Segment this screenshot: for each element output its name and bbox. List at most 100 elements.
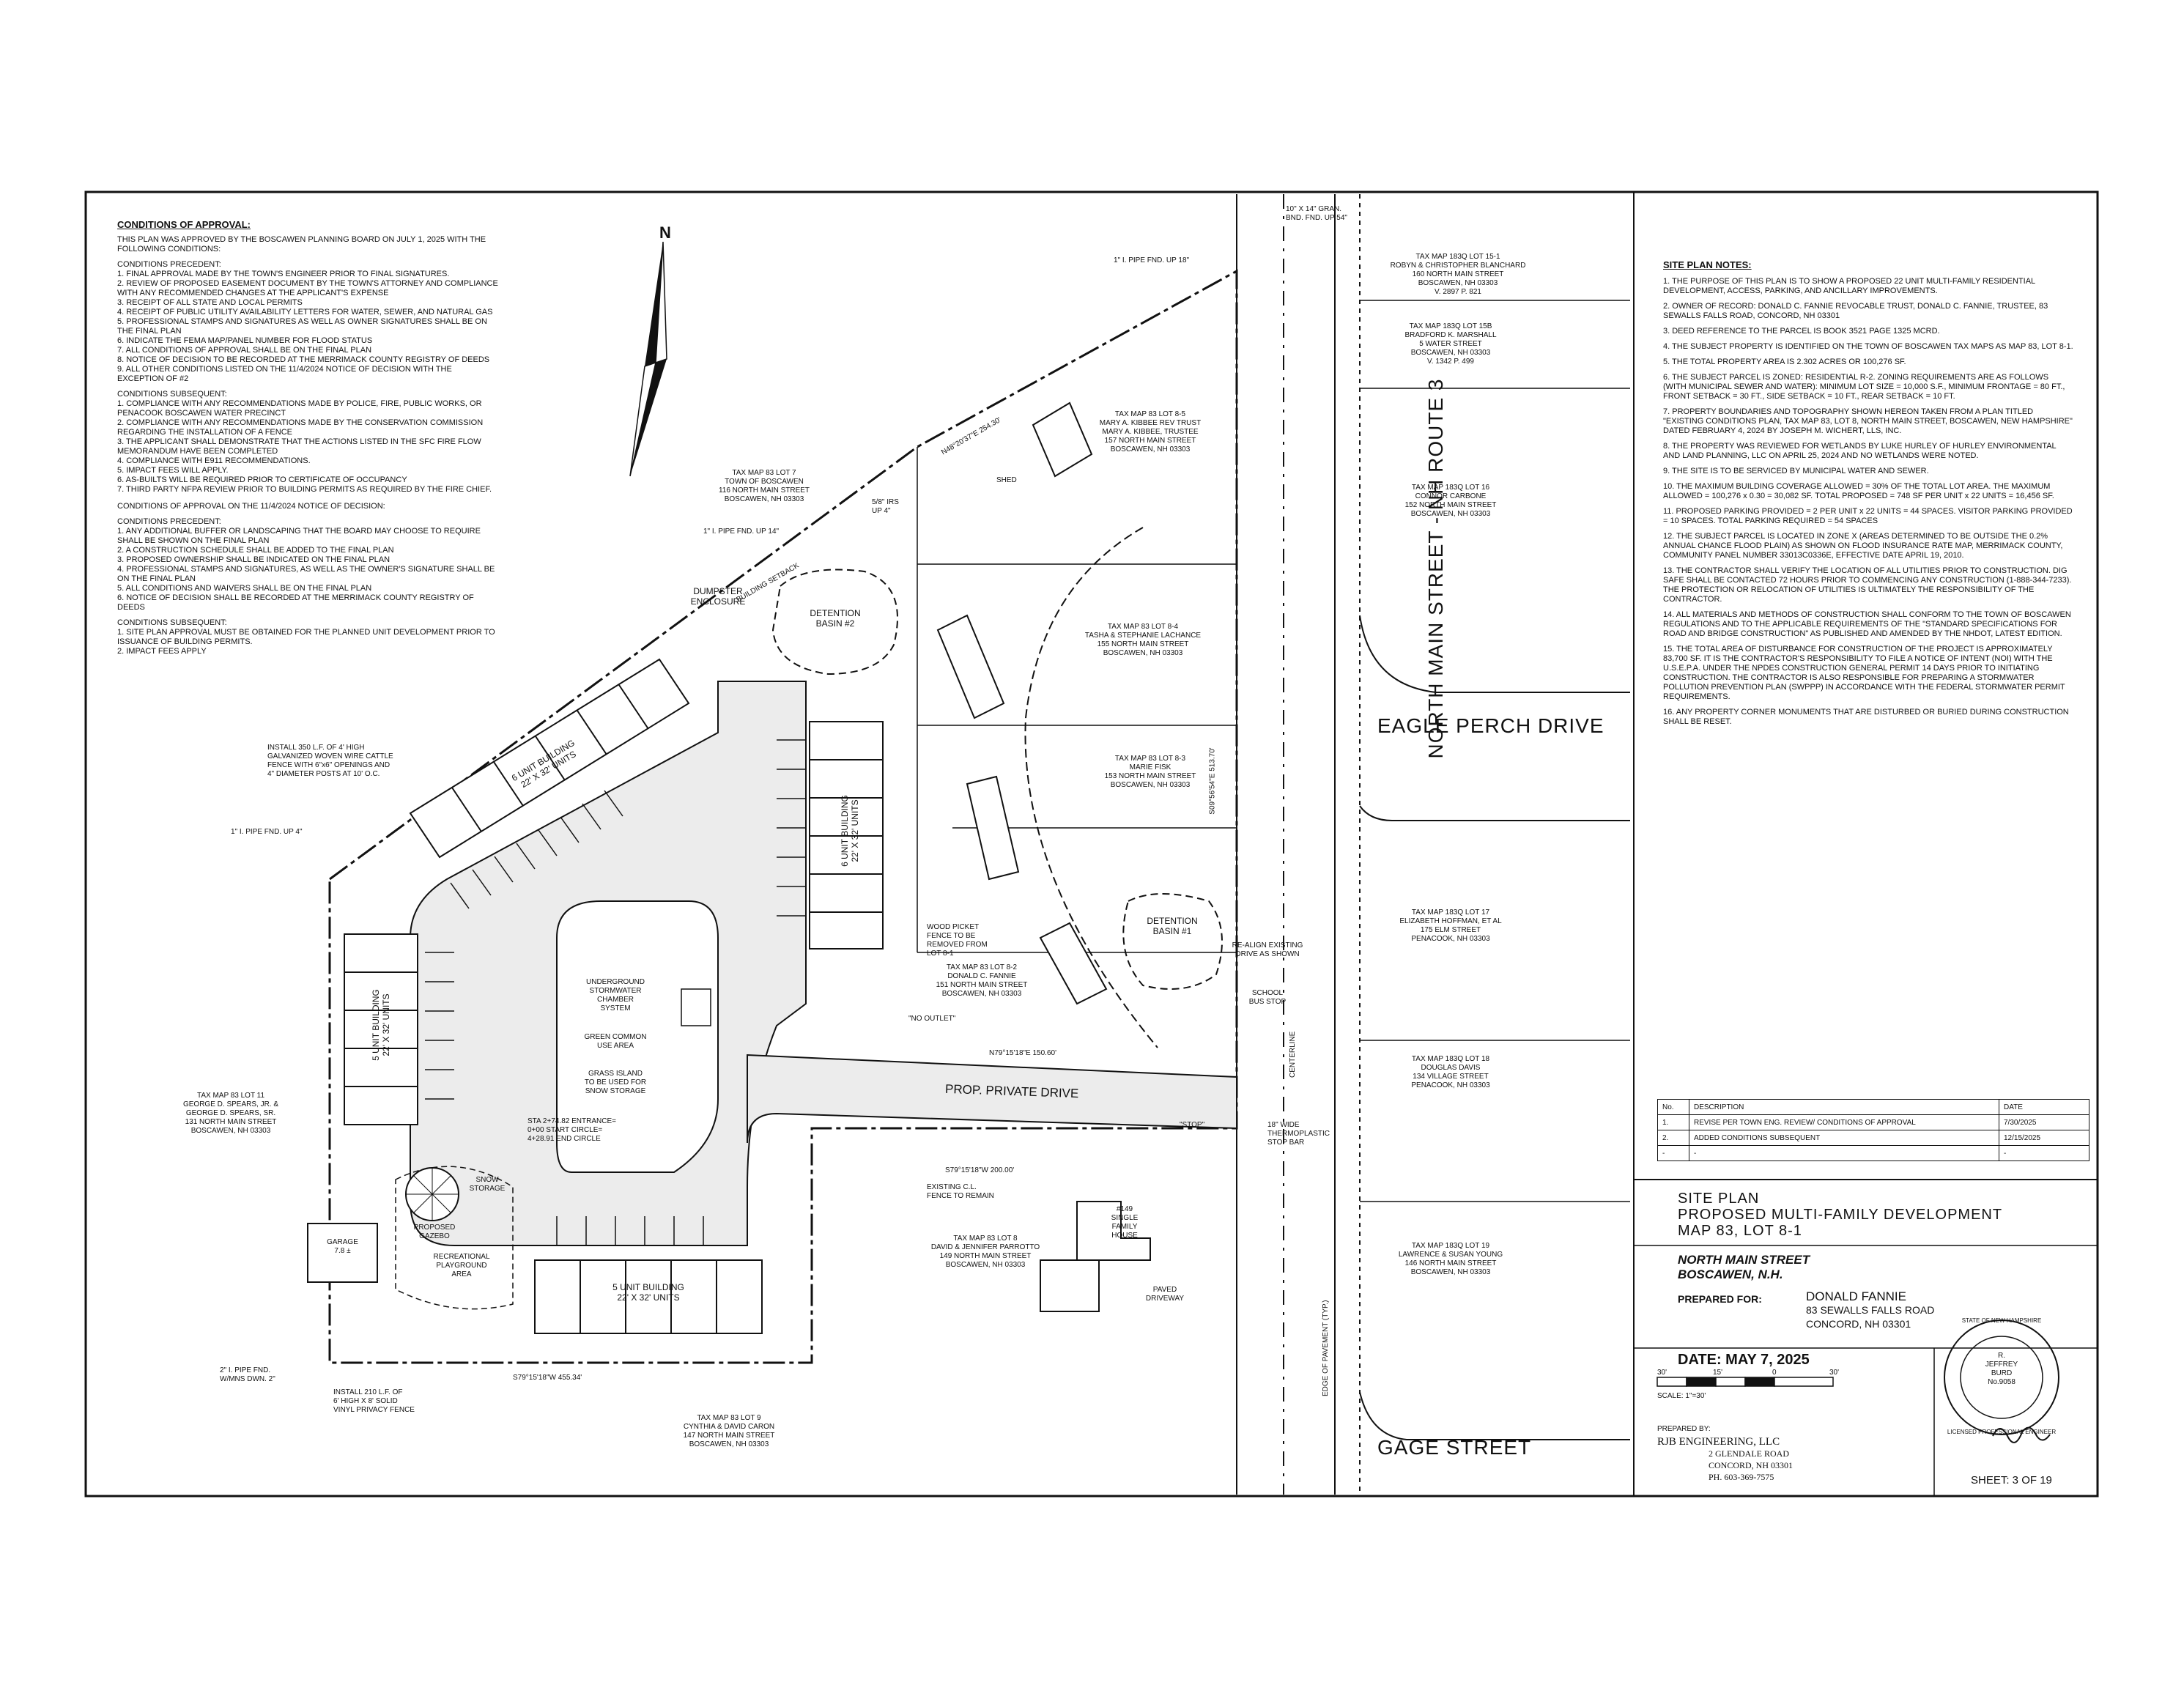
parcel-183q-19: TAX MAP 183Q LOT 19 LAWRENCE & SUSAN YOU… (1398, 1242, 1503, 1276)
list-item: 2. COMPLIANCE WITH ANY RECOMMENDATIONS M… (117, 418, 484, 437)
list-item: 8. NOTICE OF DECISION TO BE RECORDED AT … (117, 355, 490, 364)
existing-drive (1024, 527, 1158, 1048)
title-line-1: SITE PLAN (1678, 1191, 1760, 1207)
green-area-label: GREEN COMMON USE AREA (584, 1033, 647, 1050)
title-line-3: MAP 83, LOT 8-1 (1678, 1223, 1802, 1239)
rev-cell: 12/15/2025 (1999, 1130, 2089, 1146)
client-address-1: 83 SEWALLS FALLS ROAD (1806, 1304, 1935, 1316)
interior-lot-lines (917, 447, 1237, 953)
rev-header-desc: DESCRIPTION (1689, 1099, 1999, 1115)
list-item: 9. THE SITE IS TO BE SERVICED BY MUNICIP… (1663, 467, 1929, 475)
rev-cell: 1. (1657, 1114, 1689, 1130)
list-item: 5. PROFESSIONAL STAMPS AND SIGNATURES AS… (117, 317, 487, 336)
list-item: 2. REVIEW OF PROPOSED EASEMENT DOCUMENT … (117, 279, 498, 297)
list-item: 7. ALL CONDITIONS OF APPROVAL SHALL BE O… (117, 346, 372, 355)
site-plan-notes: SITE PLAN NOTES: 1. THE PURPOSE OF THIS … (1663, 260, 2073, 733)
list-item: 6. AS-BUILTS WILL BE REQUIRED PRIOR TO C… (117, 475, 407, 484)
parcel-lot-7: TAX MAP 83 LOT 7 TOWN OF BOSCAWEN 116 NO… (718, 469, 810, 503)
firm-address-2: CONCORD, NH 03301 (1709, 1460, 1794, 1470)
playground-area (395, 1166, 514, 1310)
rev-cell: 2. (1657, 1130, 1689, 1146)
rev-cell: - (1689, 1145, 1999, 1161)
parcel-lot-11: TAX MAP 83 LOT 11 GEORGE D. SPEARS, JR. … (182, 1092, 279, 1135)
building-left-label: 5 UNIT BUILDING 22' X 32' UNITS (371, 989, 391, 1061)
parcel-lot-8-3: TAX MAP 83 LOT 8-3 MARIE FISK 153 NORTH … (1104, 755, 1196, 789)
gazebo-spokes (406, 1168, 459, 1221)
east-lot-lines (1360, 300, 1630, 1202)
realign-drive-label: RE-ALIGN EXISTING DRIVE AS SHOWN (1232, 941, 1303, 958)
center-island (556, 900, 719, 1173)
parcel-lot-9: TAX MAP 83 LOT 9 CYNTHIA & DAVID CARON 1… (683, 1414, 775, 1448)
seal-name: R. JEFFREY BURD No.9058 (1985, 1352, 2018, 1386)
detention-basin-2 (771, 569, 898, 675)
engineer-seal-shape (1944, 1319, 2059, 1435)
plan-date: DATE: MAY 7, 2025 (1678, 1352, 1810, 1368)
parcel-183q-17: TAX MAP 183Q LOT 17 ELIZABETH HOFFMAN, E… (1399, 908, 1502, 943)
conditions-title: CONDITIONS OF APPROVAL: (117, 219, 251, 230)
list-item: 4. RECEIPT OF PUBLIC UTILITY AVAILABILIT… (117, 308, 493, 316)
list-item: 6. THE SUBJECT PARCEL IS ZONED: RESIDENT… (1663, 373, 2065, 401)
north-arrow-shape (629, 241, 667, 477)
bearing-frontage-label: S09°56'54"E 513.70' (1208, 747, 1217, 815)
list-item: 7. THIRD PARTY NFPA REVIEW PRIOR TO BUIL… (117, 485, 492, 494)
parcel-lot-8-2: TAX MAP 83 LOT 8-2 DONALD C. FANNIE 151 … (936, 963, 1028, 998)
rev-cell: REVISE PER TOWN ENG. REVIEW/ CONDITIONS … (1689, 1114, 1999, 1130)
title-location: NORTH MAIN STREET BOSCAWEN, N.H. (1678, 1253, 1810, 1282)
list-item: 4. PROFESSIONAL STAMPS AND SIGNATURES, A… (117, 565, 495, 583)
eagle-perch-drive-label: EAGLE PERCH DRIVE (1377, 714, 1604, 737)
building-bottom (534, 1259, 763, 1334)
parcel-lot-8: TAX MAP 83 LOT 8 DAVID & JENNIFER PARROT… (930, 1234, 1040, 1269)
grass-island-label: GRASS ISLAND TO BE USED FOR SNOW STORAGE (584, 1070, 647, 1095)
list-item: 3. RECEIPT OF ALL STATE AND LOCAL PERMIT… (117, 298, 303, 307)
list-item: 12. THE SUBJECT PARCEL IS LOCATED IN ZON… (1663, 532, 2063, 560)
list-item: 5. IMPACT FEES WILL APPLY. (117, 466, 229, 475)
list-item: 5. THE TOTAL PROPERTY AREA IS 2.302 ACRE… (1663, 358, 1906, 366)
list-item: 1. FINAL APPROVAL MADE BY THE TOWN'S ENG… (117, 270, 450, 278)
rev-cell: - (1999, 1145, 2089, 1161)
scale-label: SCALE: 1"=30' (1657, 1392, 1706, 1400)
building-left (344, 933, 418, 1125)
list-item: 4. COMPLIANCE WITH E911 RECOMMENDATIONS. (117, 456, 311, 465)
list-item: 11. PROPOSED PARKING PROVIDED = 2 PER UN… (1663, 507, 2073, 525)
prior-precedent-title: CONDITIONS PRECEDENT: (117, 517, 221, 526)
scale-bar-shape (1656, 1377, 1834, 1387)
detention-basin-1-label: DETENTION BASIN #1 (1147, 916, 1198, 936)
gage-street (1359, 1391, 1630, 1440)
list-item: 1. ANY ADDITIONAL BUFFER OR LANDSCAPING … (117, 527, 481, 545)
prepared-for-label: PREPARED FOR: (1678, 1293, 1762, 1305)
rev-cell: ADDED CONDITIONS SUBSEQUENT (1689, 1130, 1999, 1146)
list-item: 7. PROPERTY BOUNDARIES AND TOPOGRAPHY SH… (1663, 407, 2073, 435)
stop-bar-label: 18" WIDE THERMOPLASTIC STOP BAR (1267, 1121, 1330, 1147)
list-item: 1. THE PURPOSE OF THIS PLAN IS TO SHOW A… (1663, 277, 2035, 295)
table-row: 1. REVISE PER TOWN ENG. REVIEW/ CONDITIO… (1657, 1114, 2089, 1130)
stop-label: "STOP" (1180, 1121, 1205, 1129)
scale-tick: 0 (1772, 1369, 1777, 1377)
fence-210-label: INSTALL 210 L.F. OF 6' HIGH X 8' SOLID V… (333, 1388, 415, 1414)
title-block-frame (1633, 1179, 2098, 1497)
title-block-heading: SITE PLAN PROPOSED MULTI-FAMILY DEVELOPM… (1678, 1191, 2002, 1239)
house-149-label: #149 SINGLE FAMILY HOUSE (1111, 1205, 1139, 1240)
table-row: - - - (1657, 1145, 2089, 1161)
precedent-list: 1. FINAL APPROVAL MADE BY THE TOWN'S ENG… (117, 270, 498, 384)
table-row: 2. ADDED CONDITIONS SUBSEQUENT 12/15/202… (1657, 1130, 2089, 1146)
list-item: 3. THE APPLICANT SHALL DEMONSTRATE THAT … (117, 437, 481, 456)
detention-basin-1 (1122, 893, 1223, 990)
list-item: 1. SITE PLAN APPROVAL MUST BE OBTAINED F… (117, 628, 495, 646)
scale-tick: 30' (1657, 1369, 1667, 1377)
edge-of-pavement-label: EDGE OF PAVEMENT (TYP.) (1322, 1300, 1330, 1396)
subsequent-list: 1. COMPLIANCE WITH ANY RECOMMENDATIONS M… (117, 399, 498, 495)
prior-subsequent-list: 1. SITE PLAN APPROVAL MUST BE OBTAINED F… (117, 628, 498, 656)
client-name: DONALD FANNIE (1806, 1289, 1906, 1303)
revision-table: No. DESCRIPTION DATE 1. REVISE PER TOWN … (1657, 1099, 2089, 1161)
firm-phone: PH. 603-369-7575 (1709, 1472, 1774, 1482)
north-main-street-label: NORTH MAIN STREET - NH ROUTE 3 (1424, 378, 1447, 759)
building-right-label: 6 UNIT BUILDING 22' X 32' UNITS (840, 795, 860, 867)
eagle-perch-drive (1359, 615, 1630, 821)
client-block: DONALD FANNIE 83 SEWALLS FALLS ROAD CONC… (1806, 1289, 1934, 1331)
notes-title: SITE PLAN NOTES: (1663, 259, 1752, 270)
rev-cell: 7/30/2025 (1999, 1114, 2089, 1130)
firm-address-1: 2 GLENDALE ROAD (1709, 1448, 1789, 1459)
shed-label: SHED (996, 476, 1017, 484)
title-line-2: PROPOSED MULTI-FAMILY DEVELOPMENT (1678, 1207, 2003, 1223)
